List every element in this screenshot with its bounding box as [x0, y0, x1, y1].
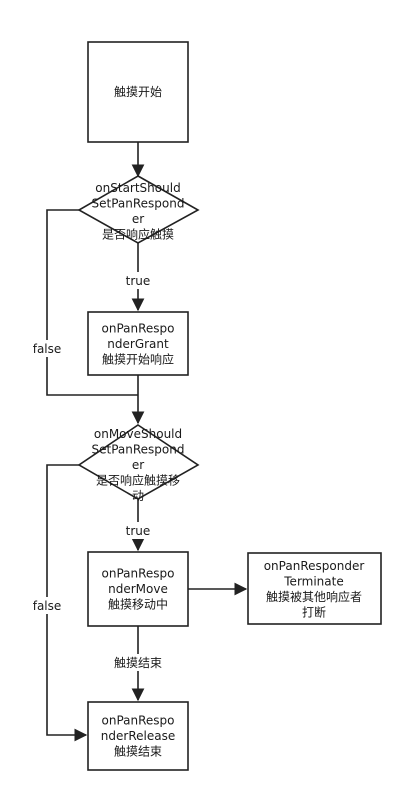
- node-start-label: 触摸开始: [114, 85, 162, 99]
- node-release: [87, 701, 189, 771]
- node-terminate: [247, 552, 382, 625]
- node-label-line: 是否响应触摸: [102, 226, 174, 241]
- node-grant: [87, 311, 189, 376]
- node-label-line: onPanRespo: [102, 567, 175, 581]
- node-label-line: onStartShould: [95, 181, 180, 195]
- node-label-line: er: [132, 212, 144, 226]
- edge-label-false-2: false: [33, 599, 62, 613]
- node-label-line: 打断: [302, 604, 326, 619]
- node-label-line: 触摸移动中: [108, 597, 168, 612]
- node-label-line: er: [132, 458, 144, 472]
- node-label-line: 触摸开始响应: [102, 352, 174, 367]
- node-decision1: [77, 175, 200, 244]
- edge-label-false-1: false: [33, 342, 62, 356]
- node-label-line: onPanResponder: [264, 559, 365, 573]
- edge-decision1-false: [46, 209, 138, 396]
- node-label-line: 动: [132, 489, 144, 503]
- node-label-line: SetPanRespond: [92, 443, 185, 457]
- node-label-line: onMoveShould: [94, 427, 182, 441]
- node-label-line: SetPanRespond: [92, 196, 185, 210]
- node-label-line: onPanRespo: [102, 322, 175, 336]
- node-decision2: [77, 424, 200, 500]
- node-label-line: nderGrant: [107, 337, 169, 351]
- edge-label-release: 触摸结束: [114, 656, 162, 670]
- edge-label-true-1: true: [126, 274, 151, 288]
- node-label-line: nderMove: [108, 582, 168, 596]
- node-start: [87, 41, 189, 143]
- node-label-line: 触摸开始: [114, 85, 162, 99]
- node-label-line: nderRelease: [101, 729, 175, 743]
- edge-label-true-2: true: [126, 524, 151, 538]
- node-label-line: 触摸被其他响应者: [266, 589, 362, 604]
- node-label-line: Terminate: [283, 574, 343, 588]
- node-label-line: 是否响应触摸移: [96, 473, 180, 488]
- node-label-line: 触摸结束: [114, 745, 162, 759]
- node-move: [87, 551, 189, 627]
- node-label-line: onPanRespo: [102, 714, 175, 728]
